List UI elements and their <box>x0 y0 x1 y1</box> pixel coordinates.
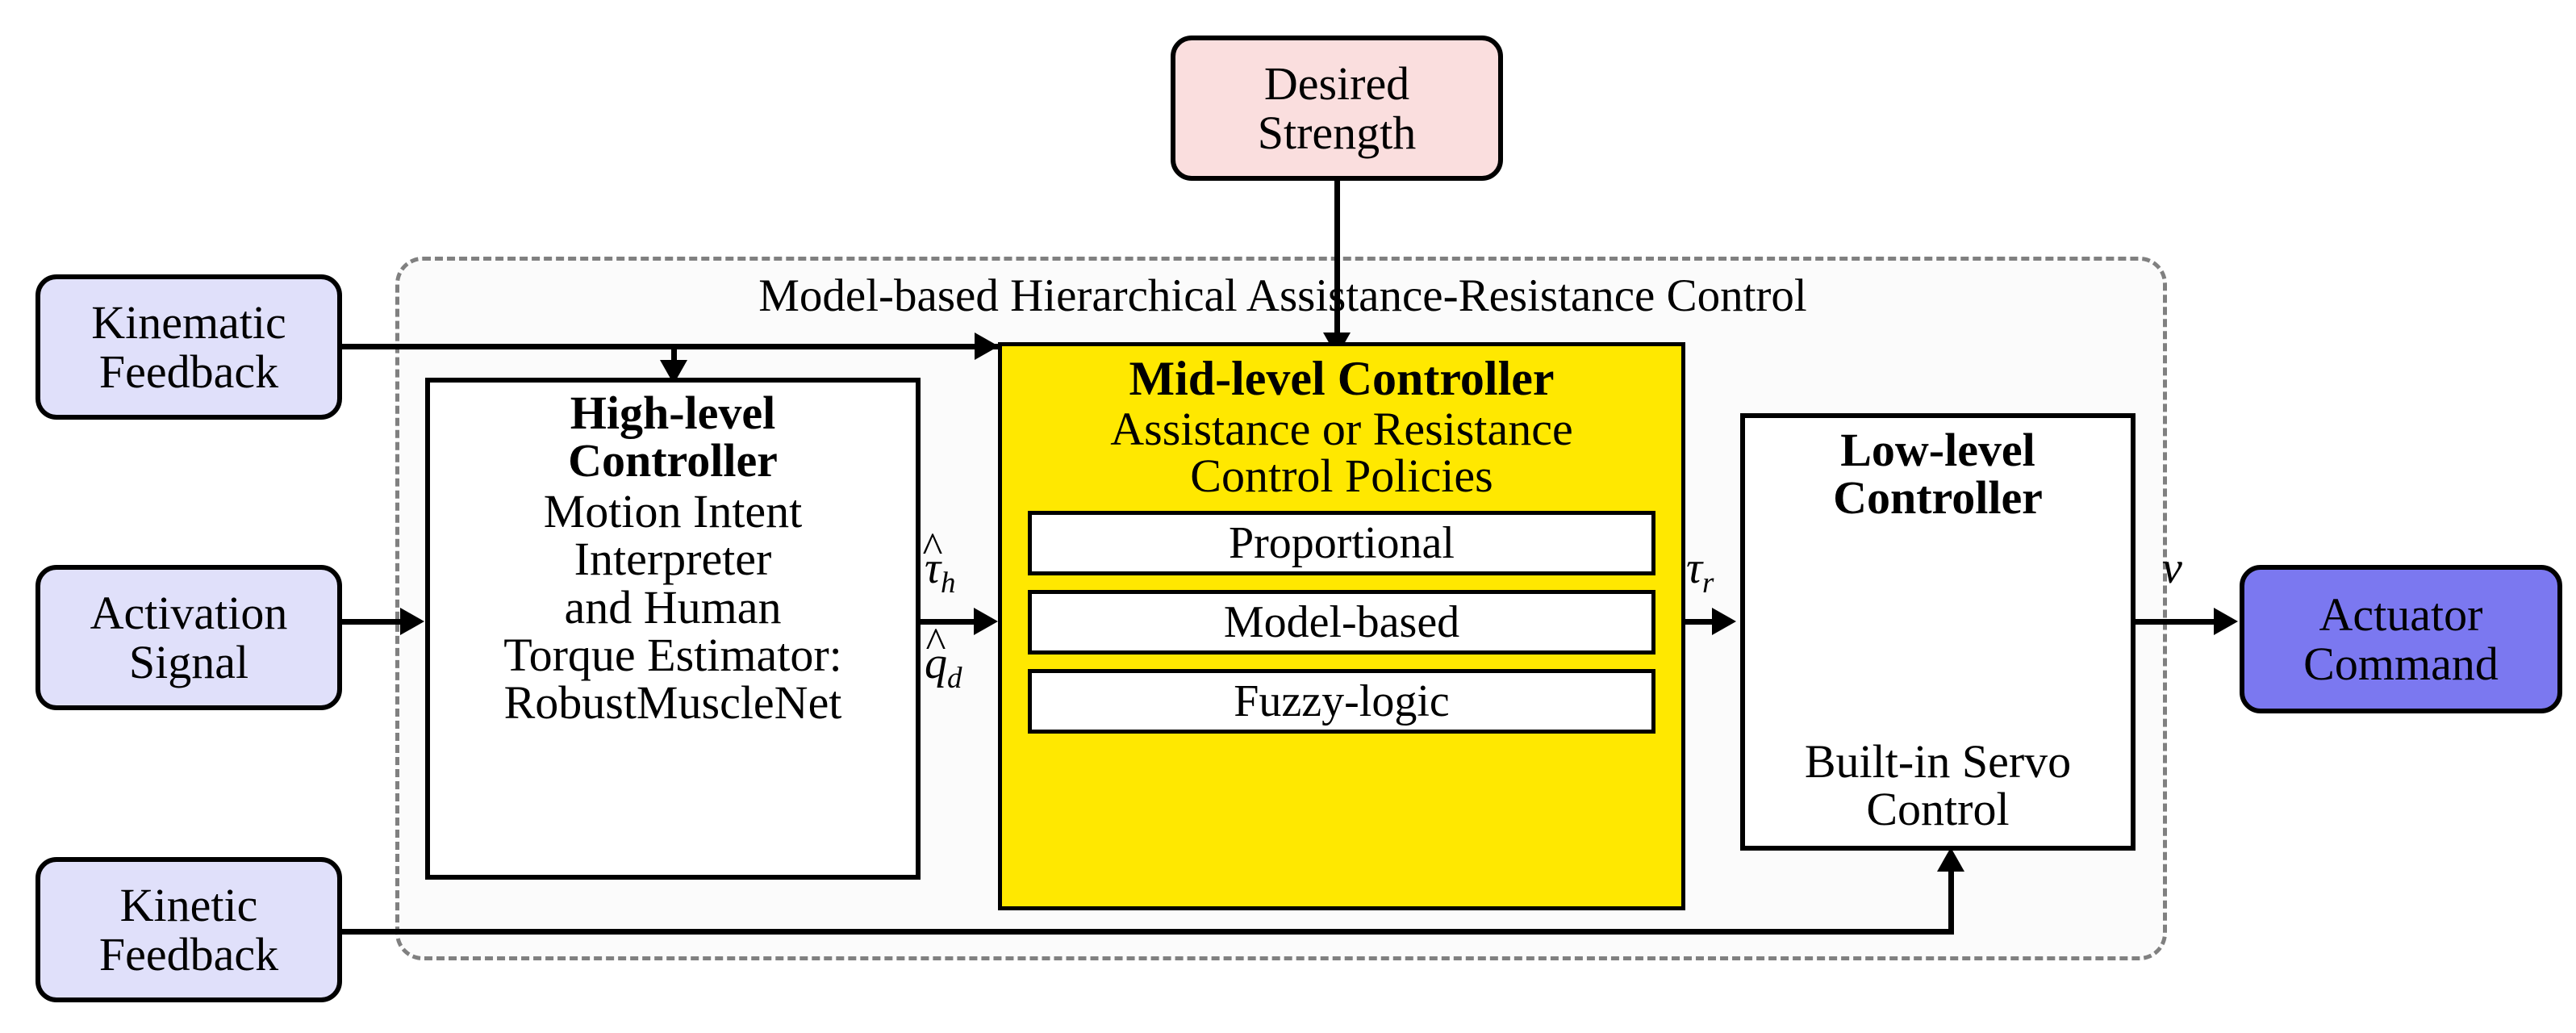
low-level-body-line2: Control <box>1866 782 2010 835</box>
policy-proportional-label: Proportional <box>1229 518 1455 568</box>
policy-proportional[interactable]: Proportional <box>1028 511 1655 575</box>
activation-to-high-arrowhead <box>400 608 424 635</box>
signal-label-q-d: ^qd <box>925 619 962 695</box>
high-level-body-line2: Interpreter <box>574 533 772 586</box>
kinetic-to-low-arrowhead <box>1937 847 1964 872</box>
high-level-title-line2: Controller <box>568 434 778 487</box>
low-level-title-line1: Low-level <box>1840 424 2035 476</box>
tau-h-base: τ <box>925 543 941 593</box>
kinetic-feedback-line2: Feedback <box>98 928 279 981</box>
policy-fuzzy-logic[interactable]: Fuzzy-logic <box>1028 669 1655 734</box>
kinematic-feedback-box[interactable]: Kinematic Feedback <box>35 274 342 420</box>
mid-to-low-line <box>1685 619 1718 625</box>
mid-level-title: Mid-level Controller <box>1129 352 1555 405</box>
low-level-controller-box[interactable]: Low-level Controller Built-in Servo Cont… <box>1740 413 2136 851</box>
q-d-hat: ^ <box>925 618 946 667</box>
signal-label-tau-h: ^τh <box>923 524 956 600</box>
actuator-command-line2: Command <box>2303 638 2499 690</box>
high-to-mid-arrowhead <box>974 608 998 635</box>
kinetic-feedback-line1: Kinetic <box>119 878 258 931</box>
kinematic-feedback-line2: Feedback <box>98 345 279 398</box>
low-level-title-line2: Controller <box>1833 471 2043 525</box>
q-d-sub: d <box>947 661 962 695</box>
tau-r-base: τ <box>1686 543 1703 593</box>
activation-signal-line1: Activation <box>90 586 288 639</box>
activation-signal-line <box>342 619 403 625</box>
low-level-body-line1: Built-in Servo <box>1804 734 2072 788</box>
kinematic-to-mid-arrowhead <box>975 332 999 360</box>
kinetic-feedback-box[interactable]: Kinetic Feedback <box>35 857 342 1002</box>
v-base: v <box>2162 543 2182 593</box>
kinematic-feedback-line <box>342 344 1000 349</box>
low-to-actuator-arrowhead <box>2214 608 2238 635</box>
q-d-base: q <box>925 638 947 688</box>
low-to-actuator-line <box>2136 619 2219 625</box>
high-level-controller-box[interactable]: High-level Controller Motion Intent Inte… <box>425 378 921 880</box>
high-level-body-line5: RobustMuscleNet <box>503 675 842 729</box>
tau-h-sub: h <box>941 566 956 600</box>
mid-to-low-arrowhead <box>1712 608 1736 635</box>
policy-model-based[interactable]: Model-based <box>1028 590 1655 655</box>
actuator-command-box[interactable]: Actuator Command <box>2240 565 2562 713</box>
mid-level-subtitle-line2: Control Policies <box>1190 450 1493 502</box>
tau-r-sub: r <box>1702 566 1714 600</box>
activation-signal-box[interactable]: Activation Signal <box>35 565 342 710</box>
high-level-title-line1: High-level <box>570 387 776 439</box>
tau-h-hat: ^ <box>922 523 943 571</box>
high-level-body-line1: Motion Intent <box>543 485 803 538</box>
mid-level-controller-box[interactable]: Mid-level Controller Assistance or Resis… <box>998 342 1685 910</box>
policy-model-based-label: Model-based <box>1223 597 1460 647</box>
high-level-body-line3: and Human <box>564 580 782 634</box>
kinematic-branch-down-line <box>671 344 677 366</box>
policy-fuzzy-logic-label: Fuzzy-logic <box>1234 676 1450 726</box>
mid-level-subtitle-line1: Assistance or Resistance <box>1110 403 1573 455</box>
desired-strength-connector <box>1334 181 1340 342</box>
signal-label-tau-r: τr <box>1686 542 1714 600</box>
container-title: Model-based Hierarchical Assistance-Resi… <box>758 270 1807 321</box>
activation-signal-line2: Signal <box>128 636 249 688</box>
desired-strength-box[interactable]: Desired Strength <box>1171 36 1503 181</box>
kinematic-feedback-line1: Kinematic <box>91 295 286 349</box>
high-level-body-line4: Torque Estimator: <box>503 628 842 681</box>
kinetic-feedback-riser <box>1948 868 1954 932</box>
kinetic-feedback-line <box>342 929 1954 935</box>
actuator-command-line1: Actuator <box>2319 588 2483 641</box>
low-level-spacer <box>1745 521 2131 737</box>
desired-strength-line2: Strength <box>1257 107 1417 159</box>
high-to-mid-line <box>921 619 981 625</box>
signal-label-v: v <box>2162 542 2182 594</box>
desired-strength-line1: Desired <box>1263 56 1410 110</box>
